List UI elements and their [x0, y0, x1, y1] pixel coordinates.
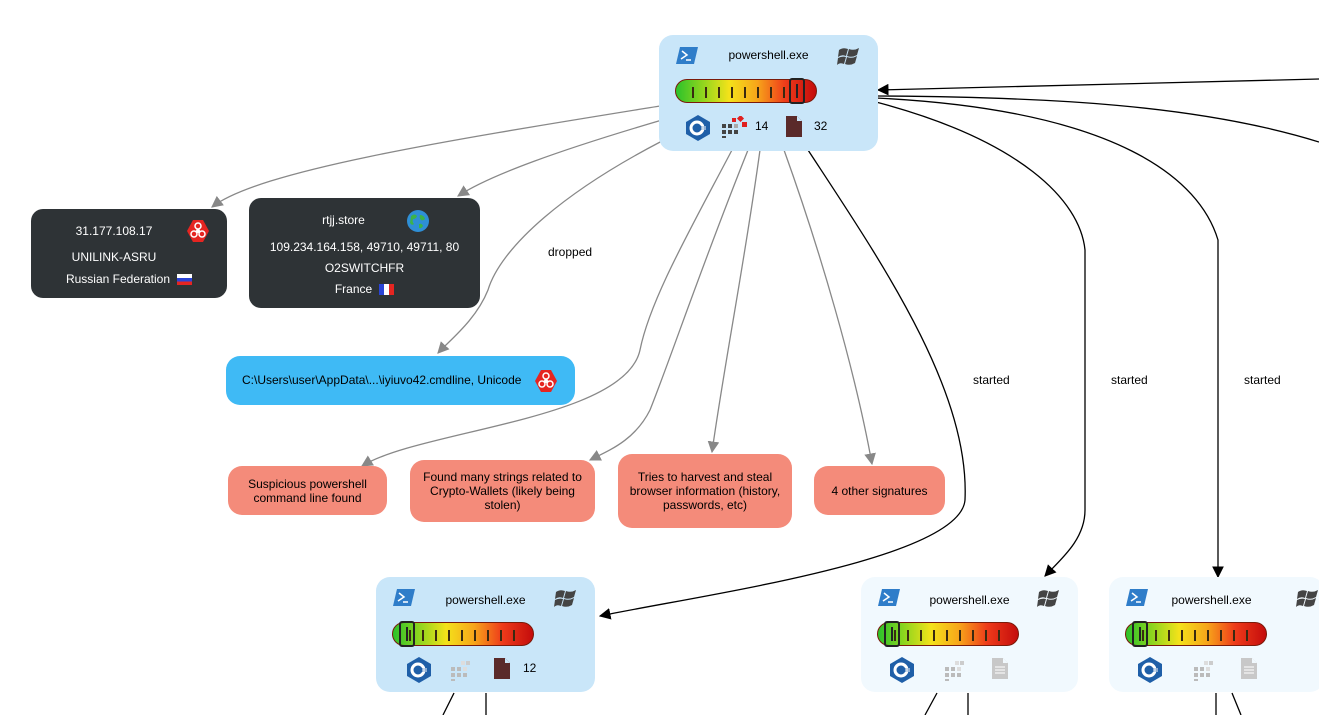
- process-name: powershell.exe: [445, 593, 526, 607]
- powershell-icon: [676, 47, 698, 64]
- domain-ips: 109.234.164.158, 49710, 49711, 80: [269, 240, 460, 254]
- powershell-icon: [393, 589, 415, 606]
- signature-node[interactable]: 4 other signatures: [814, 466, 945, 515]
- threat-score-bar: [675, 78, 817, 104]
- edge-incoming-1: [876, 78, 1319, 96]
- file-count: 32: [814, 119, 828, 133]
- domain-country-row: France: [249, 282, 480, 296]
- edge-stub: [924, 692, 938, 715]
- edge-incoming-2: [877, 95, 1319, 143]
- threat-score-marker: [399, 621, 415, 647]
- threat-score-bar: [1125, 621, 1267, 647]
- windows-icon: [837, 48, 859, 65]
- registry-icon: [1194, 661, 1213, 681]
- edge-root-to-domain: [457, 119, 663, 197]
- powershell-icon: [878, 589, 900, 606]
- ip-node[interactable]: 31.177.108.17 UNILINK-ASRU Russian Feder…: [31, 209, 227, 298]
- ip-address: 31.177.108.17: [75, 224, 153, 238]
- ip-asn: UNILINK-ASRU: [71, 250, 157, 264]
- edge-root-to-sig3: [707, 149, 761, 454]
- signature-node[interactable]: Found many strings related to Crypto-Wal…: [410, 460, 595, 522]
- edge-label-dropped: dropped: [548, 245, 593, 259]
- file-icon: [786, 116, 802, 137]
- dropped-file-path: C:\Users\user\AppData\...\iyiuvo42.cmdli…: [242, 373, 522, 387]
- process-name: powershell.exe: [929, 593, 1010, 607]
- process-name: powershell.exe: [1171, 593, 1252, 607]
- file-icon: [1241, 658, 1257, 679]
- edge-root-to-sig1: [361, 149, 733, 467]
- registry-icon: [945, 661, 964, 681]
- threat-score-marker: [789, 78, 805, 104]
- root-process-node[interactable]: powershell.exe 14 32: [659, 35, 878, 151]
- powershell-icon: [1126, 589, 1148, 606]
- edge-started-child2: [875, 101, 1086, 577]
- biohazard-icon: [187, 220, 209, 242]
- edge-started-child3: [875, 97, 1224, 579]
- biohazard-icon: [535, 370, 557, 392]
- registry-icon: [451, 661, 470, 681]
- domain-node[interactable]: rtjj.store 109.234.164.158, 49710, 49711…: [249, 198, 480, 308]
- threat-score-bar: [877, 621, 1019, 647]
- child-process-node[interactable]: powershell.exe: [1109, 577, 1319, 692]
- edge-stub: [442, 692, 455, 715]
- edge-root-to-sig4: [783, 149, 876, 466]
- dropped-file-node[interactable]: C:\Users\user\AppData\...\iyiuvo42.cmdli…: [226, 356, 575, 405]
- edge-started-child1: [598, 149, 966, 620]
- windows-icon: [554, 590, 576, 607]
- ip-country-row: Russian Federation: [31, 272, 227, 286]
- threat-score-bar: [392, 621, 534, 647]
- edge-label-started: started: [1111, 373, 1148, 387]
- process-name: powershell.exe: [728, 48, 809, 62]
- registry-count: 14: [755, 119, 769, 133]
- edge-root-to-ip: [211, 105, 661, 208]
- threat-score-marker: [1132, 621, 1148, 647]
- dotnet-icon: [407, 657, 431, 683]
- dotnet-icon: [890, 657, 914, 683]
- signature-node[interactable]: Suspicious powershell command line found: [228, 466, 387, 515]
- file-count: 12: [523, 661, 537, 675]
- edge-label-started: started: [1244, 373, 1281, 387]
- france-flag-icon: [379, 284, 395, 296]
- windows-icon: [1296, 590, 1318, 607]
- ip-country: Russian Federation: [65, 272, 171, 286]
- domain-country: France: [334, 282, 373, 296]
- edge-root-to-file: [437, 127, 689, 354]
- russia-flag-icon: [177, 274, 193, 286]
- domain-name: rtjj.store: [322, 213, 365, 227]
- edge-label-started: started: [973, 373, 1010, 387]
- child-process-node[interactable]: powershell.exe 12: [376, 577, 595, 692]
- domain-asn: O2SWITCHFR: [324, 261, 405, 275]
- edge-stub: [1231, 692, 1242, 715]
- windows-icon: [1037, 590, 1059, 607]
- signature-node[interactable]: Tries to harvest and steal browser infor…: [618, 454, 792, 528]
- threat-score-marker: [884, 621, 900, 647]
- file-icon: [992, 658, 1008, 679]
- dotnet-icon: [686, 115, 710, 141]
- dotnet-icon: [1138, 657, 1162, 683]
- globe-icon: [407, 210, 429, 232]
- registry-icon: [722, 116, 747, 138]
- file-icon: [494, 658, 510, 679]
- child-process-node[interactable]: powershell.exe: [861, 577, 1078, 692]
- edge-root-to-sig2: [588, 149, 749, 461]
